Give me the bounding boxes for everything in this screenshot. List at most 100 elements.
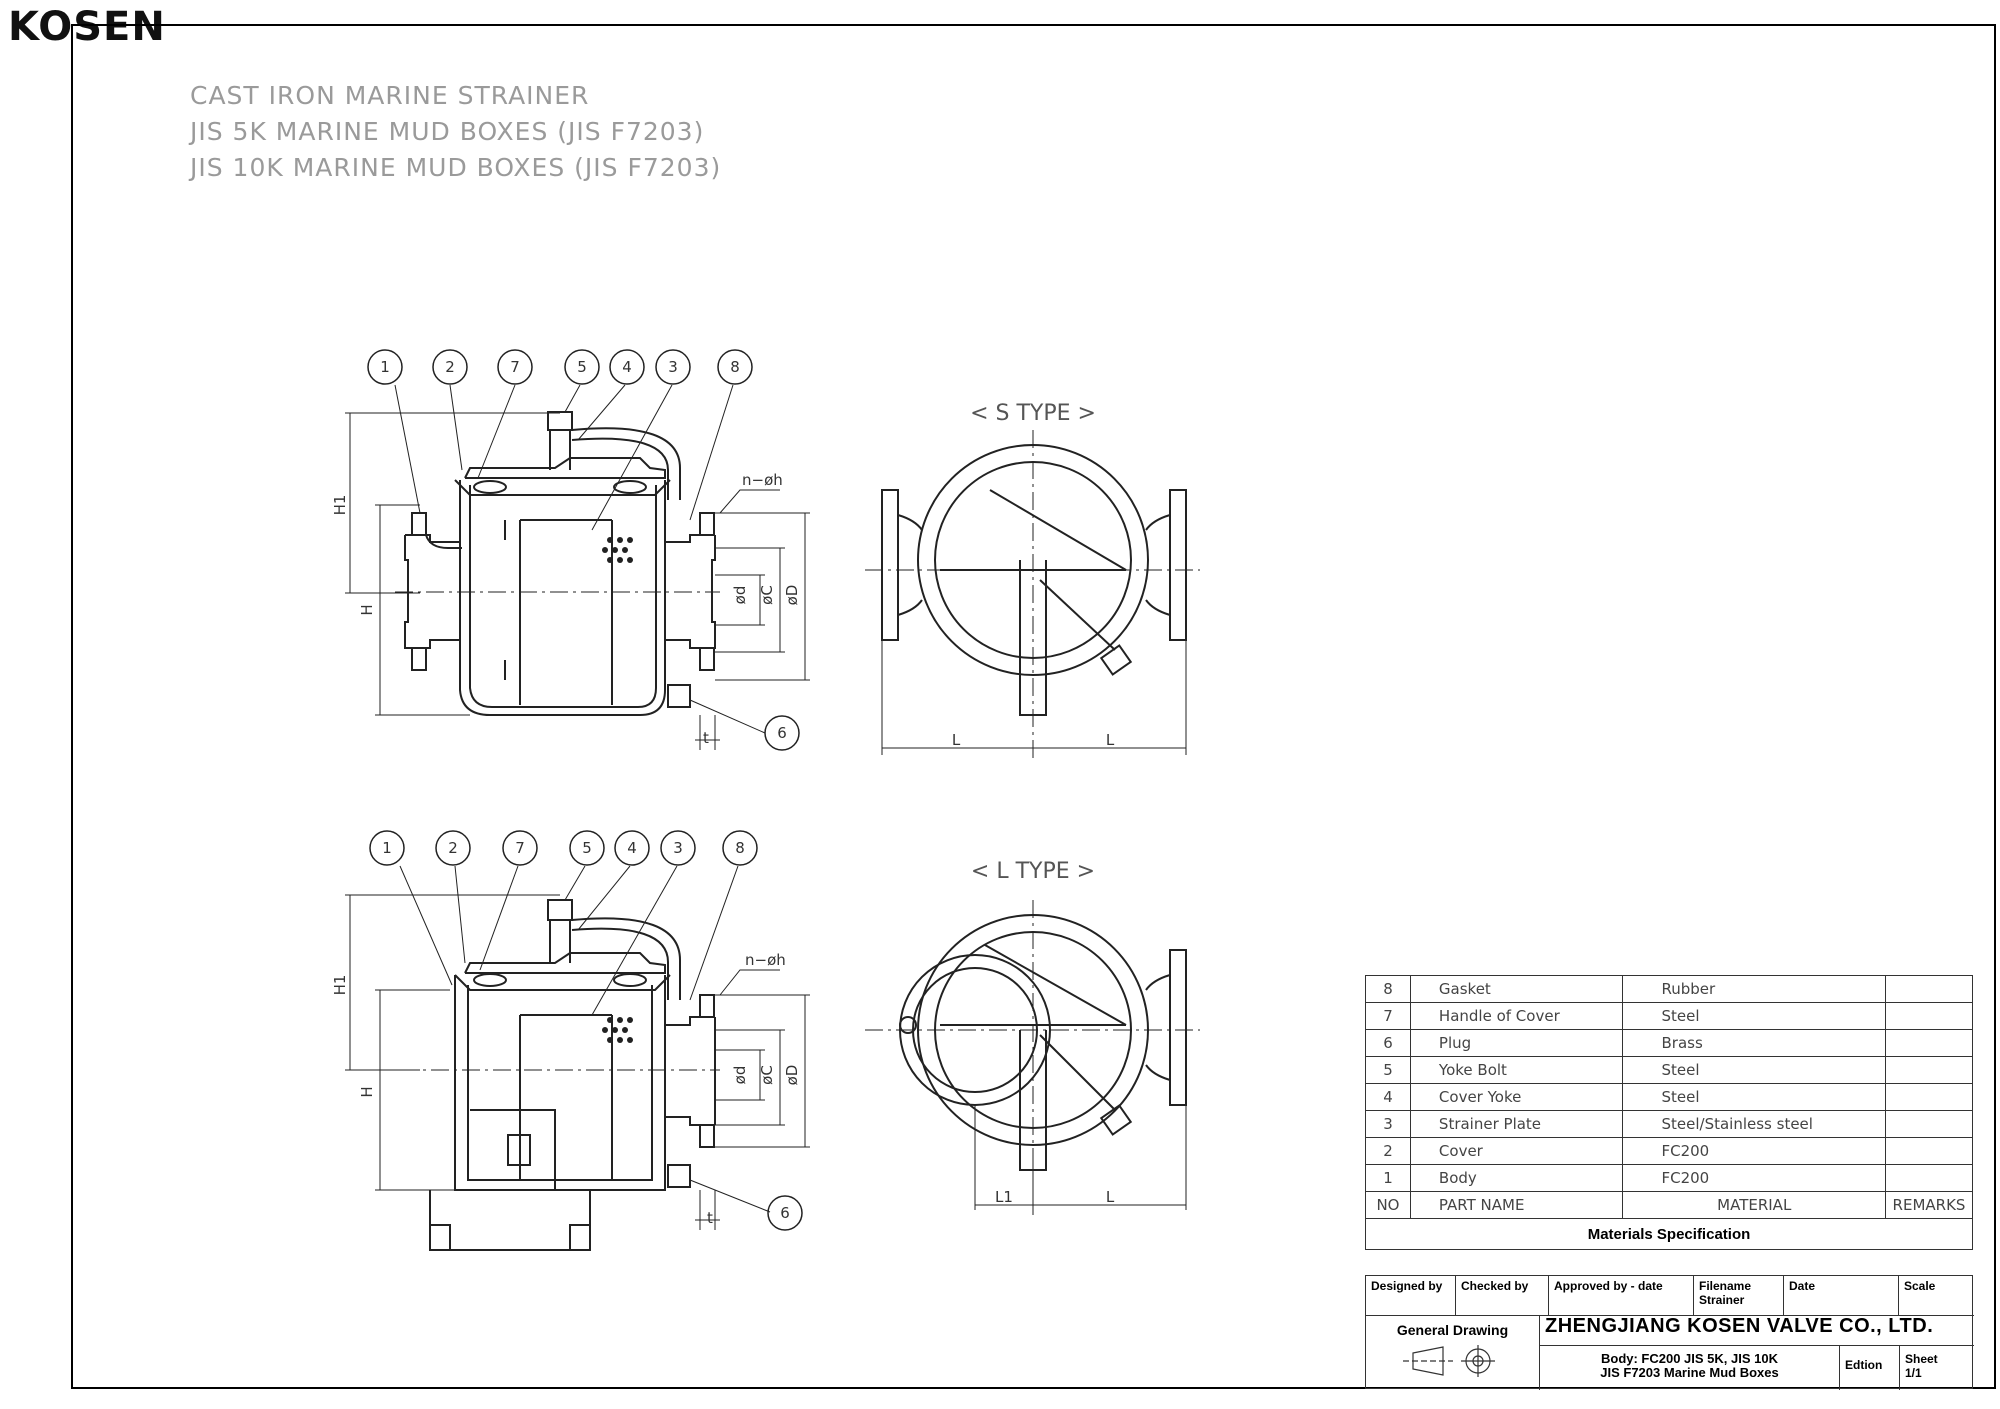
s-type-section-view [404,411,716,716]
callout-6-bottom: 6 [780,1204,790,1222]
materials-table: 8 Gasket Rubber 7 Handle of Cover Steel … [1365,975,1974,1250]
filename-label: Filename [1699,1279,1752,1293]
row-part: Cover Yoke [1409,1083,1624,1111]
row-material: Brass [1622,1029,1886,1057]
title-line-2: JIS 5K MARINE MUD BOXES (JIS F7203) [190,117,705,146]
dim-d-small-bottom: ød [731,1066,749,1085]
dim-d-large-bottom: øD [783,1065,801,1086]
general-drawing-label: General Drawing [1396,1322,1509,1338]
edition-cell: Edtion [1840,1346,1900,1390]
l-type-plan-view [899,914,1187,1171]
description-line-1: Body: FC200 JIS 5K, JIS 10K [1600,1351,1778,1366]
dim-d-large-top: øD [783,585,801,606]
row-no: 2 [1365,1137,1411,1165]
row-remarks [1884,1110,1974,1138]
l-type-leaders [399,865,771,1213]
callout-7-bottom: 7 [515,839,525,857]
row-material: Steel [1622,1056,1886,1084]
row-remarks [1884,1056,1974,1084]
company-name: ZHENGJIANG KOSEN VALVE CO., LTD. [1540,1316,1974,1346]
header-material: MATERIAL [1622,1191,1886,1219]
dim-t-bottom: t [707,1209,713,1227]
l-type-section-view [429,899,716,1251]
dim-c-top: øC [758,585,776,605]
row-part: Yoke Bolt [1409,1056,1624,1084]
row-no: 4 [1365,1083,1411,1111]
dim-t-top: t [703,729,709,747]
date-cell: Date [1784,1276,1899,1316]
header-no: NO [1365,1191,1411,1219]
approved-by-cell: Approved by - date [1549,1276,1694,1316]
drawing-titles: CAST IRON MARINE STRAINER JIS 5K MARINE … [190,78,721,186]
title-block: Designed by Checked by Approved by - dat… [1365,1275,1974,1390]
row-remarks [1884,975,1974,1003]
dim-c-bottom: øC [758,1065,776,1085]
brand-logo: KOSEN [8,4,166,50]
table-row: 3 Strainer Plate Steel/Stainless steel [1365,1110,1974,1138]
row-remarks [1884,1083,1974,1111]
table-header-row: NO PART NAME MATERIAL REMARKS [1365,1191,1974,1219]
row-no: 8 [1365,975,1411,1003]
callout-3-bottom: 3 [673,839,683,857]
row-material: Rubber [1622,975,1886,1003]
s-type-label: < S TYPE > [970,401,1096,426]
dim-h1-top: H1 [331,495,349,516]
description-line-2: JIS F7203 Marine Mud Boxes [1600,1365,1779,1380]
projection-symbol-icon [1402,1345,1495,1377]
drawing-description: Body: FC200 JIS 5K, JIS 10K JIS F7203 Ma… [1540,1346,1840,1390]
table-row: 6 Plug Brass [1365,1029,1974,1057]
filename-value: Strainer [1699,1293,1745,1307]
sheet-cell: Sheet 1/1 [1900,1346,1974,1390]
row-no: 6 [1365,1029,1411,1057]
designed-by-cell: Designed by [1366,1276,1456,1316]
row-no: 3 [1365,1110,1411,1138]
table-caption-row: Materials Specification [1365,1218,1973,1250]
header-remarks: REMARKS [1884,1191,1974,1219]
callout-8-top: 8 [730,358,740,376]
row-no: 7 [1365,1002,1411,1030]
row-material: Steel [1622,1002,1886,1030]
s-type-plan-view [881,444,1187,716]
table-caption: Materials Specification [1365,1218,1973,1250]
dim-l-left-top: L [952,731,961,749]
row-remarks [1884,1029,1974,1057]
callout-8-bottom: 8 [735,839,745,857]
s-type-leaders [394,384,766,734]
callout-7-top: 7 [510,358,520,376]
row-part: Strainer Plate [1409,1110,1624,1138]
scale-cell: Scale [1899,1276,1974,1316]
table-row: 8 Gasket Rubber [1365,975,1974,1003]
row-remarks [1884,1002,1974,1030]
row-no: 5 [1365,1056,1411,1084]
row-part: Plug [1409,1029,1624,1057]
callout-3-top: 3 [668,358,678,376]
callout-5-top: 5 [577,358,587,376]
dim-nh-bottom: n−øh [745,951,786,969]
general-drawing-cell: General Drawing [1366,1316,1540,1390]
row-material: FC200 [1622,1164,1886,1192]
table-row: 5 Yoke Bolt Steel [1365,1056,1974,1084]
sheet-label: Sheet [1905,1352,1938,1366]
callout-5-bottom: 5 [582,839,592,857]
row-part: Cover [1409,1137,1624,1165]
callout-2-bottom: 2 [448,839,458,857]
row-material: Steel [1622,1083,1886,1111]
title-line-1: CAST IRON MARINE STRAINER [190,81,590,110]
dim-l-bottom: L [1106,1188,1115,1206]
dim-l1-bottom: L1 [995,1188,1013,1206]
l-type-plan-dimensions [865,900,1200,1215]
callout-4-bottom: 4 [627,839,637,857]
callout-circles [367,349,803,1231]
row-part: Body [1409,1164,1624,1192]
sheet-value: 1/1 [1905,1366,1922,1380]
dim-nh-top: n−øh [742,471,783,489]
callout-4-top: 4 [622,358,632,376]
row-remarks [1884,1137,1974,1165]
row-no: 1 [1365,1164,1411,1192]
row-part: Handle of Cover [1409,1002,1624,1030]
dim-h-bottom: H [358,1086,376,1097]
callout-6-top: 6 [777,724,787,742]
title-line-3: JIS 10K MARINE MUD BOXES (JIS F7203) [190,153,722,182]
dim-l-right-top: L [1106,731,1115,749]
